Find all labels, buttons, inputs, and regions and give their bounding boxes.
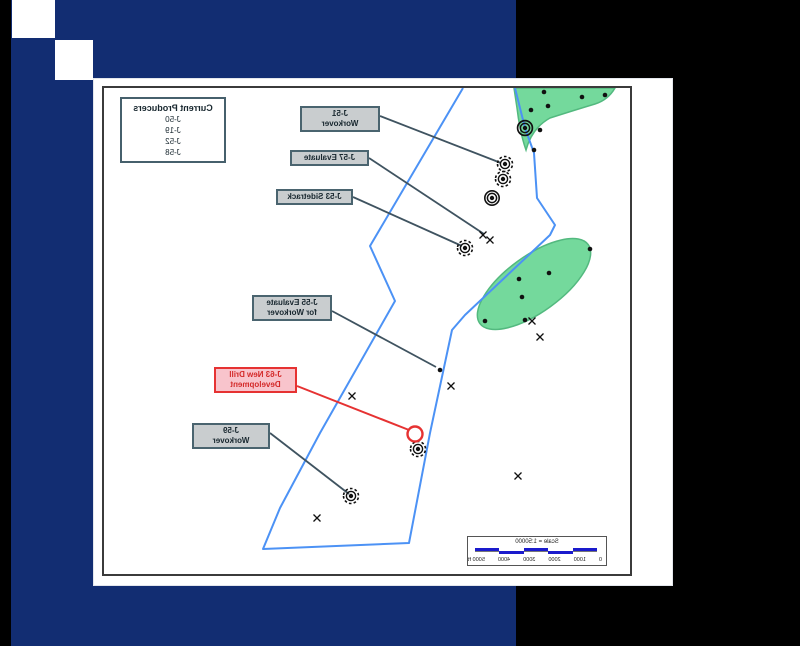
dry-hole-icon <box>313 514 321 522</box>
scale-tick-with-unit: 5000 ft <box>468 557 485 563</box>
well-dot-icon <box>546 270 552 276</box>
leader-j57 <box>368 157 485 235</box>
leader-j59 <box>269 432 350 495</box>
scale-baseline <box>475 551 597 552</box>
label-line: for Workover <box>267 308 317 317</box>
scale-ticks: 0 1000 2000 3000 4000 5000 ft <box>468 557 602 563</box>
legend-item: J-50 <box>165 115 181 124</box>
legend-current-producers: Current Producers J-50 J-19 J-52 J-58 <box>120 97 226 163</box>
well-dot-icon <box>531 147 537 153</box>
label-line: J-63 New Drill <box>229 370 282 379</box>
well-dot-icon <box>579 94 585 100</box>
leader-j63 <box>296 385 410 431</box>
well-dot-icon <box>587 246 593 252</box>
dry-hole-icon <box>447 382 455 390</box>
well-dots <box>437 89 608 373</box>
scale-tick: 5000 <box>472 557 485 563</box>
producer-well-icon <box>494 170 512 188</box>
leader-j51 <box>379 115 502 164</box>
well-dot-icon <box>602 92 608 98</box>
well-dot-icon <box>528 107 534 113</box>
well-dot-icon <box>482 318 488 324</box>
dry-hole-icon <box>536 333 544 341</box>
scale-tick: 4000 <box>497 557 511 563</box>
well-map: Current Producers J-50 J-19 J-52 J-58 J-… <box>102 86 632 576</box>
label-j51-workover: J-51 Workover <box>300 106 380 132</box>
producer-well-icon <box>342 487 360 505</box>
dry-hole-icon <box>479 231 487 239</box>
scale-segment <box>475 548 500 551</box>
scale-bar: Scale = 1:50000 0 1000 2000 3000 4000 50… <box>467 536 607 566</box>
leader-j55 <box>331 310 437 368</box>
producer-well-icon <box>516 119 534 137</box>
scale-segments <box>475 548 597 555</box>
decor-square-2 <box>55 40 93 80</box>
label-line: J-57 Evaluate <box>303 153 356 162</box>
legend-title: Current Producers <box>133 103 213 113</box>
producer-well-icon <box>456 239 474 257</box>
label-line: Development <box>230 380 281 389</box>
scale-unit: ft <box>468 557 472 563</box>
scale-segment <box>572 548 597 551</box>
label-line: Workover <box>212 436 250 445</box>
label-line: J-53 Sidetrack <box>287 192 342 201</box>
scale-tick: 0 <box>598 557 602 563</box>
dry-hole-icon <box>348 392 356 400</box>
label-j55-evaluate-workover: J-55 Evaluate for Workover <box>252 295 332 321</box>
label-line: J-59 <box>223 426 240 435</box>
decor-square-1 <box>12 0 55 38</box>
label-line: Workover <box>321 119 359 128</box>
well-dot-icon <box>437 367 443 373</box>
scale-title: Scale = 1:50000 <box>515 539 559 545</box>
well-dot-icon <box>541 89 547 95</box>
well-dot-icon <box>545 103 551 109</box>
dry-hole-icon <box>514 472 522 480</box>
map-graphics <box>262 88 617 550</box>
reservoir-area-central <box>476 237 592 331</box>
legend-item: J-19 <box>165 126 181 135</box>
label-line: J-51 <box>332 109 349 118</box>
label-j53-sidetrack: J-53 Sidetrack <box>276 189 353 205</box>
scale-segment <box>548 551 573 554</box>
legend-item: J-58 <box>165 148 181 157</box>
scale-tick: 3000 <box>523 557 536 563</box>
well-dot-icon <box>519 294 525 300</box>
label-j57-evaluate: J-57 Evaluate <box>290 150 369 166</box>
label-line: J-55 Evaluate <box>266 298 318 307</box>
producer-well-icon <box>484 190 500 206</box>
proposed-location-icon <box>406 425 424 443</box>
dry-hole-icon <box>486 236 494 244</box>
dry-hole-icon <box>528 317 536 325</box>
scale-segment <box>499 551 524 554</box>
scale-segment <box>523 548 549 551</box>
producer-wells <box>342 119 534 505</box>
dry-hole-symbols <box>313 231 544 522</box>
scale-tick: 2000 <box>548 557 561 563</box>
producer-well-icon <box>409 440 427 458</box>
scale-tick: 1000 <box>573 557 586 563</box>
leader-lines <box>269 115 502 495</box>
producer-well-icon <box>496 155 514 173</box>
content-panel: Current Producers J-50 J-19 J-52 J-58 J-… <box>93 78 673 586</box>
well-dot-icon <box>516 276 522 282</box>
field-boundary-line <box>262 88 556 550</box>
label-j63-new-drill: J-63 New Drill Development <box>214 367 297 393</box>
well-dot-icon <box>522 317 528 323</box>
legend-item: J-52 <box>165 137 181 146</box>
well-dot-icon <box>537 127 543 133</box>
leader-j53 <box>352 196 463 247</box>
label-j59-workover: J-59 Workover <box>192 423 270 449</box>
